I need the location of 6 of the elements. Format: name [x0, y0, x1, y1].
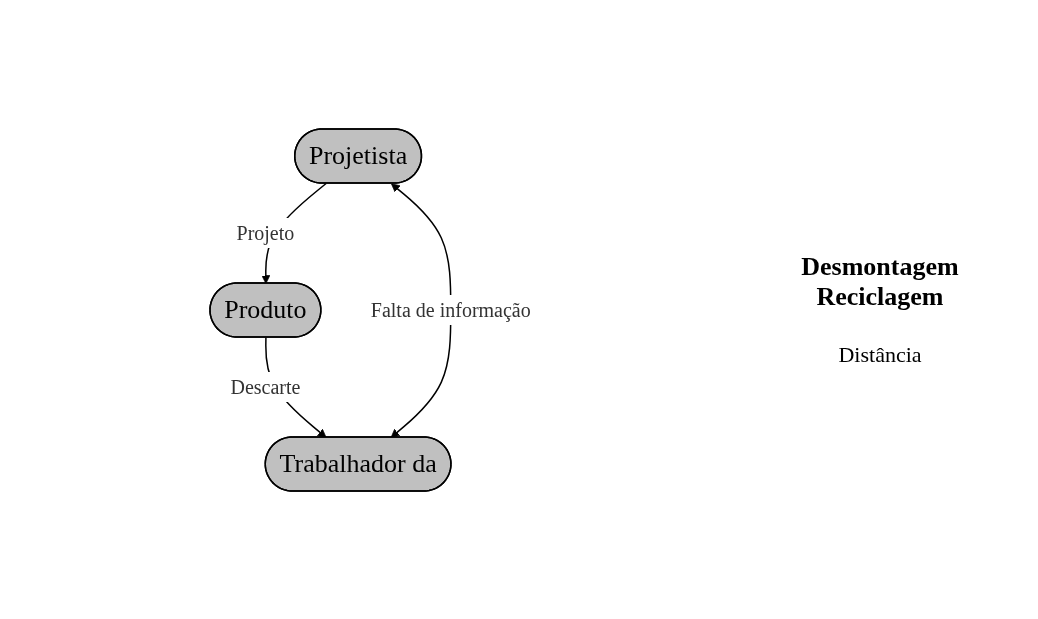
edge-label: Projeto	[236, 221, 294, 244]
center-note: Desmontagem Reciclagem	[800, 251, 960, 312]
note-text: Distância	[838, 341, 922, 368]
edge-label: Descarte	[230, 375, 301, 398]
arrow	[390, 182, 452, 438]
edge-label: Falta de informação	[370, 298, 531, 321]
